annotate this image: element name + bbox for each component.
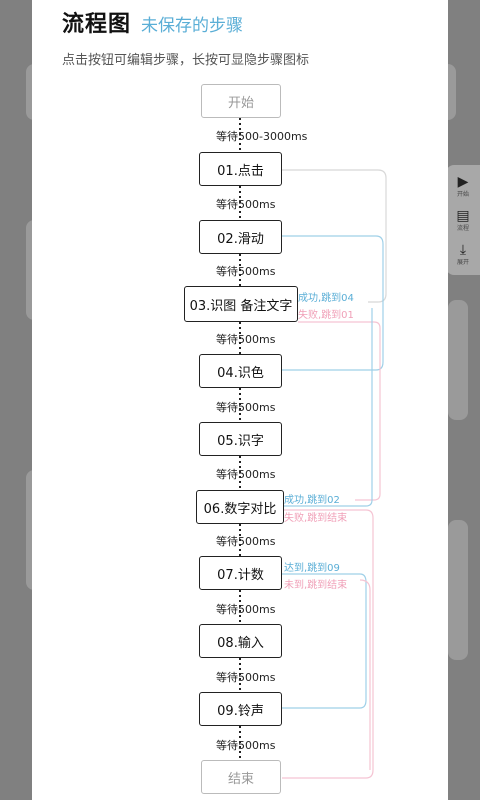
background-card-3 <box>448 300 468 420</box>
wait-label-09: 等待500ms <box>216 671 276 684</box>
wait-label-03: 等待500ms <box>216 265 276 278</box>
expand-icon: ⤓ <box>459 242 467 258</box>
jump-label-reach-09: 达到,跳到09 <box>284 563 340 574</box>
dialog-title: 流程图 <box>62 12 132 37</box>
flow-start-node[interactable]: 开始 <box>201 84 281 118</box>
dialog-hint: 点击按钮可编辑步骤，长按可显隐步骤图标 <box>62 53 310 68</box>
jump-label-fail-01: 失败,跳到01 <box>298 310 354 321</box>
wait-label-02: 等待500ms <box>216 198 276 211</box>
wait-label-04: 等待500ms <box>216 333 276 346</box>
dialog-header: 流程图 未保存的步骤 <box>62 6 243 38</box>
wait-label-end: 等待500ms <box>216 739 276 752</box>
jump-label-success-04: 成功,跳到04 <box>298 293 354 304</box>
side-panel: ▶ 开始 ▤ 流程 ⤓ 展开 <box>446 165 480 275</box>
step-01-click[interactable]: 01.点击 <box>199 152 282 186</box>
jump-label-success-02: 成功,跳到02 <box>284 495 340 506</box>
wait-label-06: 等待500ms <box>216 468 276 481</box>
jump-label-miss-end: 未到,跳到结束 <box>284 580 348 591</box>
loop-line-01 <box>282 169 387 303</box>
step-04-color-recognition[interactable]: 04.识色 <box>199 354 282 388</box>
wait-label-01: 等待500-3000ms <box>216 130 308 143</box>
wait-label-08: 等待500ms <box>216 603 276 616</box>
jump-line-miss-end <box>359 579 371 770</box>
flow-end-node[interactable]: 结束 <box>201 760 281 794</box>
step-02-swipe[interactable]: 02.滑动 <box>199 220 282 254</box>
flow-icon: ▤ <box>456 208 470 224</box>
jump-line-fail-01 <box>298 321 381 501</box>
side-flow-button[interactable]: ▤ 流程 <box>456 208 470 232</box>
step-07-count[interactable]: 07.计数 <box>199 556 282 590</box>
jump-line-fail-end <box>282 509 374 779</box>
play-icon: ▶ <box>457 174 469 190</box>
wait-label-07: 等待500ms <box>216 535 276 548</box>
step-09-ringtone[interactable]: 09.铃声 <box>199 692 282 726</box>
side-start-button[interactable]: ▶ 开始 <box>456 174 469 198</box>
side-expand-button[interactable]: ⤓ 展开 <box>456 242 469 266</box>
step-05-text-recognition[interactable]: 05.识字 <box>199 422 282 456</box>
jump-line-success-02 <box>282 308 373 507</box>
wait-label-05: 等待500ms <box>216 401 276 414</box>
jump-line-success-04 <box>282 235 384 371</box>
jump-line-reach-09 <box>282 573 367 709</box>
step-08-input[interactable]: 08.输入 <box>199 624 282 658</box>
dialog-subtitle: 未保存的步骤 <box>141 16 244 36</box>
jump-label-fail-end: 失败,跳到结束 <box>284 513 348 524</box>
background-card-4 <box>448 520 468 660</box>
step-06-number-compare[interactable]: 06.数字对比 <box>196 490 284 524</box>
step-03-image-recognition[interactable]: 03.识图 备注文字 <box>184 286 298 322</box>
